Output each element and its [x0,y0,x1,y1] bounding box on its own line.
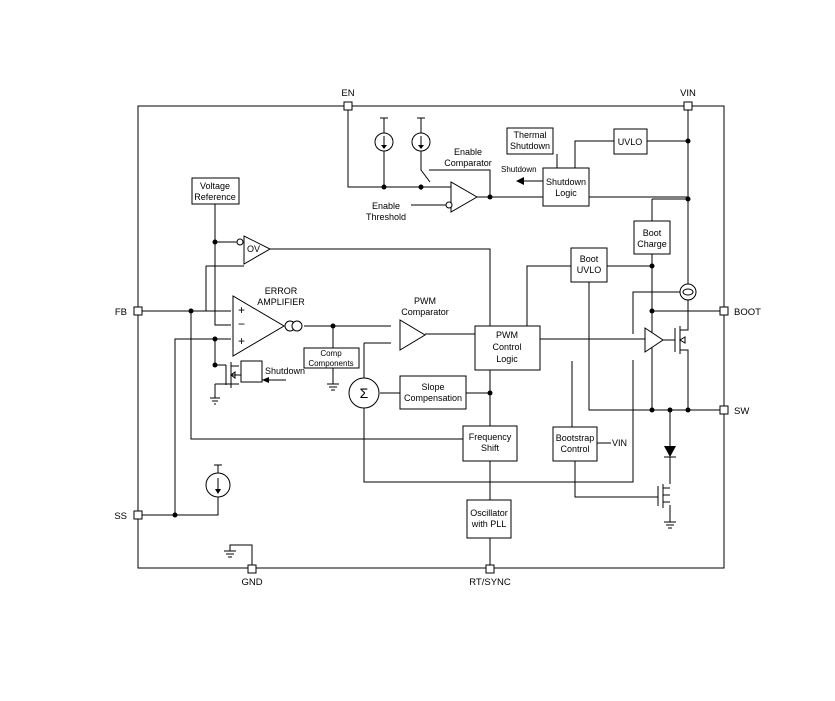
svg-text:PWM: PWM [496,330,518,340]
svg-text:Control: Control [492,342,521,352]
oscillator-block: Oscillator with PLL [466,499,512,539]
svg-text:Shift: Shift [481,443,500,453]
svg-text:Boot: Boot [643,228,662,238]
voltage-reference-block: Voltage Reference [191,177,240,205]
svg-text:EN: EN [341,88,354,99]
pin-ss: SS [114,510,143,522]
pwm-control-logic-block: PWM Control Logic [474,325,541,371]
svg-text:Compensation: Compensation [404,393,462,403]
comp-components-block: Comp Components [303,347,360,369]
svg-text:Charge: Charge [637,239,667,249]
boot-uvlo-block: Boot UVLO [570,247,608,283]
svg-text:Threshold: Threshold [366,212,406,222]
svg-text:Logic: Logic [496,354,518,364]
svg-text:AMPLIFIER: AMPLIFIER [257,297,305,307]
diode-icon [664,446,676,458]
svg-text:SW: SW [734,406,749,417]
current-source-icon [411,117,431,152]
ss-current-source-icon [205,464,231,498]
svg-text:Frequency: Frequency [469,432,512,442]
svg-text:+: + [238,303,245,317]
svg-text:Enable: Enable [454,147,482,157]
svg-text:Comparator: Comparator [444,158,492,168]
shutdown-logic-block: Shutdown Logic [542,167,590,207]
svg-text:Σ: Σ [360,385,369,401]
svg-text:Shutdown: Shutdown [501,165,537,174]
ss-shutdown-label: Shutdown [265,366,305,376]
svg-text:Shutdown: Shutdown [546,177,586,187]
svg-text:Comp: Comp [320,349,342,358]
bootstrap-control-block: Bootstrap Control [552,426,598,462]
pin-gnd: GND [241,564,263,588]
summing-junction: Σ [348,377,380,409]
svg-text:UVLO: UVLO [618,137,643,147]
frequency-shift-block: Frequency Shift [462,425,518,462]
svg-text:Shutdown: Shutdown [510,141,550,151]
svg-text:Slope: Slope [421,382,444,392]
ov-comparator: OV [236,235,272,265]
svg-text:VIN: VIN [680,88,696,99]
svg-text:OV: OV [247,244,260,254]
pin-sw: SW [719,405,749,417]
svg-text:Reference: Reference [194,192,236,202]
svg-text:+: + [238,334,245,348]
svg-text:Boot: Boot [580,254,599,264]
chip-outline [137,105,725,569]
svg-text:PWM: PWM [414,296,436,306]
svg-text:BOOT: BOOT [734,307,761,318]
shutdown-output: Shutdown [501,165,537,185]
svg-text:FB: FB [115,307,127,318]
bootstrap-vin-label: VIN [612,438,627,448]
svg-text:Components: Components [308,359,353,368]
svg-text:Bootstrap: Bootstrap [556,433,595,443]
pin-rt-sync: RT/SYNC [469,564,511,588]
svg-text:RT/SYNC: RT/SYNC [469,577,511,588]
svg-text:Thermal: Thermal [513,130,546,140]
error-amplifier: − + + ERROR AMPLIFIER [232,286,305,357]
svg-text:Enable: Enable [372,201,400,211]
pin-en: EN [341,88,355,111]
pwm-comparator: PWM Comparator [399,296,449,351]
current-sense-icon [679,283,697,301]
slope-compensation-block: Slope Compensation [399,375,467,410]
current-source-icon [374,117,394,152]
svg-text:Oscillator: Oscillator [470,508,508,518]
junction-dots [172,138,691,518]
boot-charge-block: Boot Charge [633,220,671,255]
pin-boot: BOOT [719,306,761,318]
svg-text:Control: Control [560,444,589,454]
svg-text:GND: GND [241,577,262,588]
pin-fb: FB [115,306,143,318]
svg-text:Voltage: Voltage [200,181,230,191]
thermal-shutdown-block: Thermal Shutdown [506,127,554,155]
svg-text:−: − [238,317,245,331]
enable-threshold: Enable Threshold [366,201,406,222]
svg-text:SS: SS [114,511,127,522]
svg-text:with PLL: with PLL [471,519,507,529]
enable-comparator: Enable Comparator [444,147,492,213]
svg-text:Comparator: Comparator [401,307,449,317]
svg-text:UVLO: UVLO [577,265,602,275]
svg-text:Logic: Logic [555,188,577,198]
svg-text:ERROR: ERROR [265,286,298,296]
gate-driver [644,327,664,353]
uvlo-block: UVLO [613,128,648,155]
pin-vin: VIN [680,88,696,111]
ss-shutdown-switch-box [240,360,263,383]
